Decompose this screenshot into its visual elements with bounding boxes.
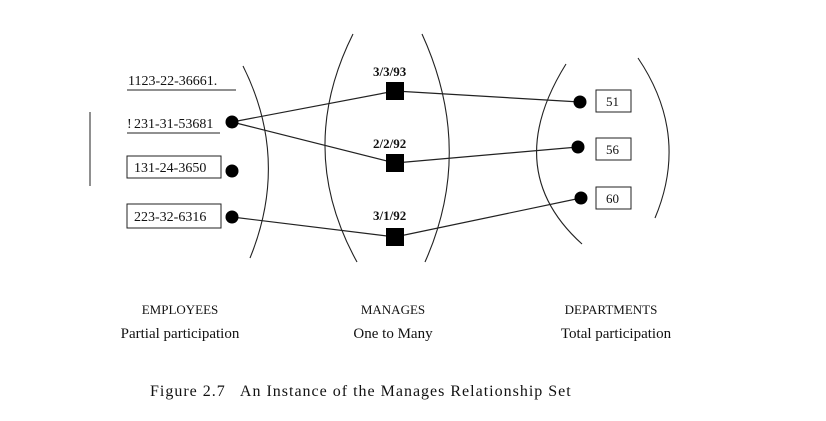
manages-relationship-2: 2/2/92 [373,136,406,172]
employees-set-arc [242,65,269,259]
department-dot [571,140,585,154]
departments-set-arc-right [637,57,670,219]
department-entity-3: 60 [574,186,632,210]
relationship-square [386,228,404,246]
departments-participation-label: Total participation [561,326,672,342]
departments-set-arc-left [536,63,583,245]
link-rel3-dept3 [394,197,582,238]
since-date-label: 2/2/92 [373,136,406,151]
since-date-label: 3/1/92 [373,208,406,223]
figure-caption: Figure 2.7 An Instance of the Manages Re… [150,383,572,400]
manages-set-title: MANAGES [361,302,425,317]
department-entity-2: 56 [571,137,632,161]
departments-set-title: DEPARTMENTS [565,302,658,317]
relationship-square [386,154,404,172]
link-rel1-dept1 [394,90,581,103]
manages-set-arc-right [421,33,450,263]
manages-relationship-3: 3/1/92 [373,208,406,246]
relationship-square [386,82,404,100]
since-date-label: 3/3/93 [373,64,407,79]
department-id-box [595,186,632,210]
employee-dot [225,164,239,178]
department-id-label: 60 [606,191,619,206]
department-id-box [595,137,632,161]
employees-participation-label: Partial participation [121,326,240,342]
manages-relationship-1: 3/3/93 [373,64,407,100]
link-emp4-rel3 [231,216,396,238]
ssn-box [126,155,222,179]
department-id-box [595,89,632,113]
manages-set-arc-left [324,33,358,263]
employee-dot [225,210,239,224]
ssn-box [126,203,222,229]
employee-ssn-label: 231-31-53681 [134,117,213,132]
department-id-label: 56 [606,142,620,157]
employee-entity-3: 131-24-3650 [126,155,239,179]
manages-cardinality-label: One to Many [353,326,433,342]
department-entity-1: 51 [573,89,632,113]
employee-ssn-label: 1123-22-36661. [128,74,217,89]
link-rel2-dept2 [394,146,579,164]
employees-set-title: EMPLOYEES [142,302,219,317]
department-dot [573,95,587,109]
employee-entity-1: 1123-22-36661. [127,74,236,91]
link-emp2-rel1 [231,90,396,123]
employee-entity-2: ! 231-31-53681 [127,115,239,134]
employee-ssn-label: 223-32-6316 [134,210,206,225]
link-emp2-rel2 [231,121,396,164]
department-id-label: 51 [606,94,619,109]
department-dot [574,191,588,205]
employee-dot [225,115,239,129]
employee-ssn-label: 131-24-3650 [134,161,206,176]
employee-entity-4: 223-32-6316 [126,203,239,229]
employee-ssn-prefix: ! [127,117,132,132]
